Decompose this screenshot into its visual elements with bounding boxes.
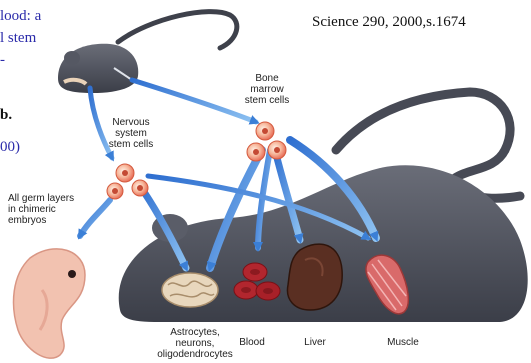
side-text-line-2: l stem	[0, 28, 36, 49]
side-text-line-1: lood: a	[0, 6, 41, 27]
label-bone-marrow: Bone marrow stem cells	[232, 73, 302, 106]
label-liver: Liver	[295, 337, 335, 348]
side-text-line-5: 00)	[0, 137, 20, 158]
label-germ-layers: All germ layers in chimeric embryos	[8, 193, 88, 226]
brain	[162, 273, 218, 307]
label-astrocytes: Astrocytes, neurons, oligodendrocytes	[150, 327, 240, 360]
side-text-line-3: -	[0, 50, 5, 71]
small-mouse	[58, 12, 237, 93]
label-nervous-system: Nervous system stem cells	[96, 117, 166, 150]
label-muscle: Muscle	[378, 337, 428, 348]
embryo	[14, 249, 85, 358]
label-blood: Blood	[232, 337, 272, 348]
nervous-cells	[107, 164, 148, 199]
side-text-line-4: b.	[0, 107, 12, 124]
liver	[287, 244, 342, 310]
citation: Science 290, 2000,s.1674	[312, 14, 466, 31]
